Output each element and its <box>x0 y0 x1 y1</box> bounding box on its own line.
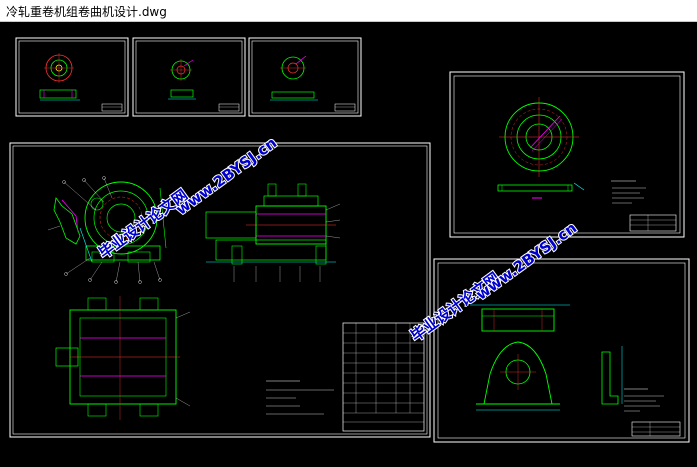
sheet-6[interactable] <box>433 258 690 443</box>
window-titlebar: 冷轧重卷机组卷曲机设计.dwg <box>0 0 697 22</box>
cad-drawing-canvas[interactable]: 毕业设计论文网 毕业设计论文网 www.2BYSJ.cn www.2BYSJ.c… <box>0 22 697 463</box>
watermark-url: www.2BYSJ.cn <box>473 219 581 304</box>
watermark-4: www.2BYSJ.cn www.2BYSJ.cn <box>472 218 582 305</box>
window-title: 冷轧重卷机组卷曲机设计.dwg <box>6 5 167 19</box>
sheet-5-assembly[interactable] <box>9 142 431 438</box>
cad-drawing: 毕业设计论文网 毕业设计论文网 www.2BYSJ.cn www.2BYSJ.c… <box>9 37 690 443</box>
sheet-1[interactable] <box>15 37 129 117</box>
watermark-1: 毕业设计论文网 毕业设计论文网 <box>94 185 192 263</box>
sheet-3[interactable] <box>248 37 362 117</box>
sheet-2[interactable] <box>132 37 246 117</box>
sheet-4[interactable] <box>449 71 685 238</box>
watermark-text: 毕业设计论文网 <box>95 186 191 262</box>
